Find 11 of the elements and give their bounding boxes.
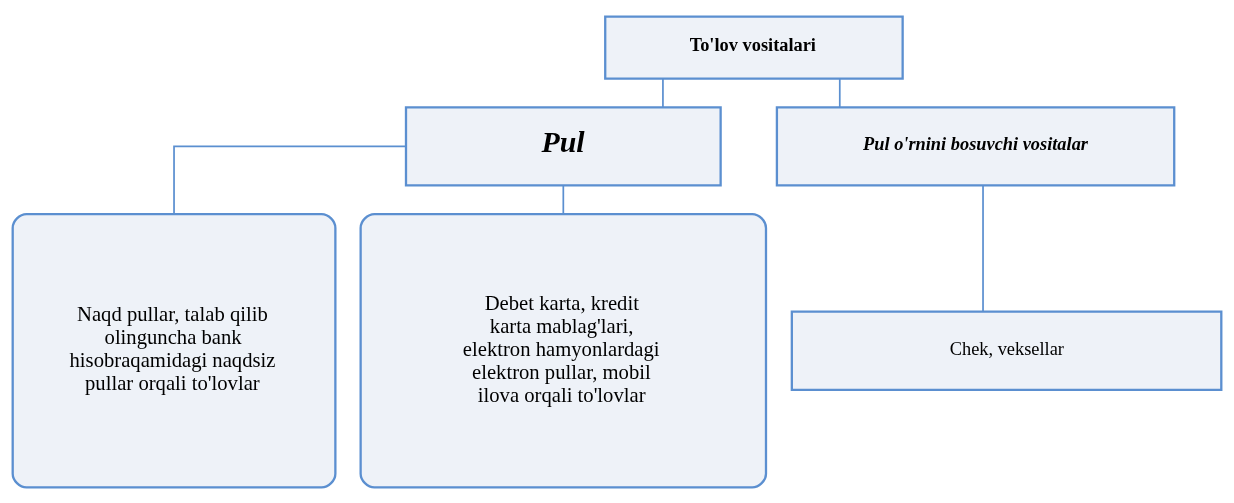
connector: [562, 184, 565, 215]
connector: [662, 77, 664, 108]
node-box: To'lov vositalari: [604, 14, 904, 80]
connector: [173, 145, 407, 215]
node-box: Debet karta, kredit karta mablag'lari, elektron hamyonlardagi elektron pullar, mobil ilova orqali to'lovlar: [359, 212, 768, 489]
connector: [838, 77, 841, 108]
connector: [982, 184, 984, 312]
node-box: Naqd pullar, talab qilib olinguncha bank hisobraqamidagi naqdsiz pullar orqali to'lovlar: [11, 212, 337, 489]
node-box: Pul o'rnini bosuvchi vositalar: [775, 105, 1176, 187]
node-box: Chek, veksellar: [790, 310, 1223, 391]
node-box: Pul: [404, 105, 722, 187]
